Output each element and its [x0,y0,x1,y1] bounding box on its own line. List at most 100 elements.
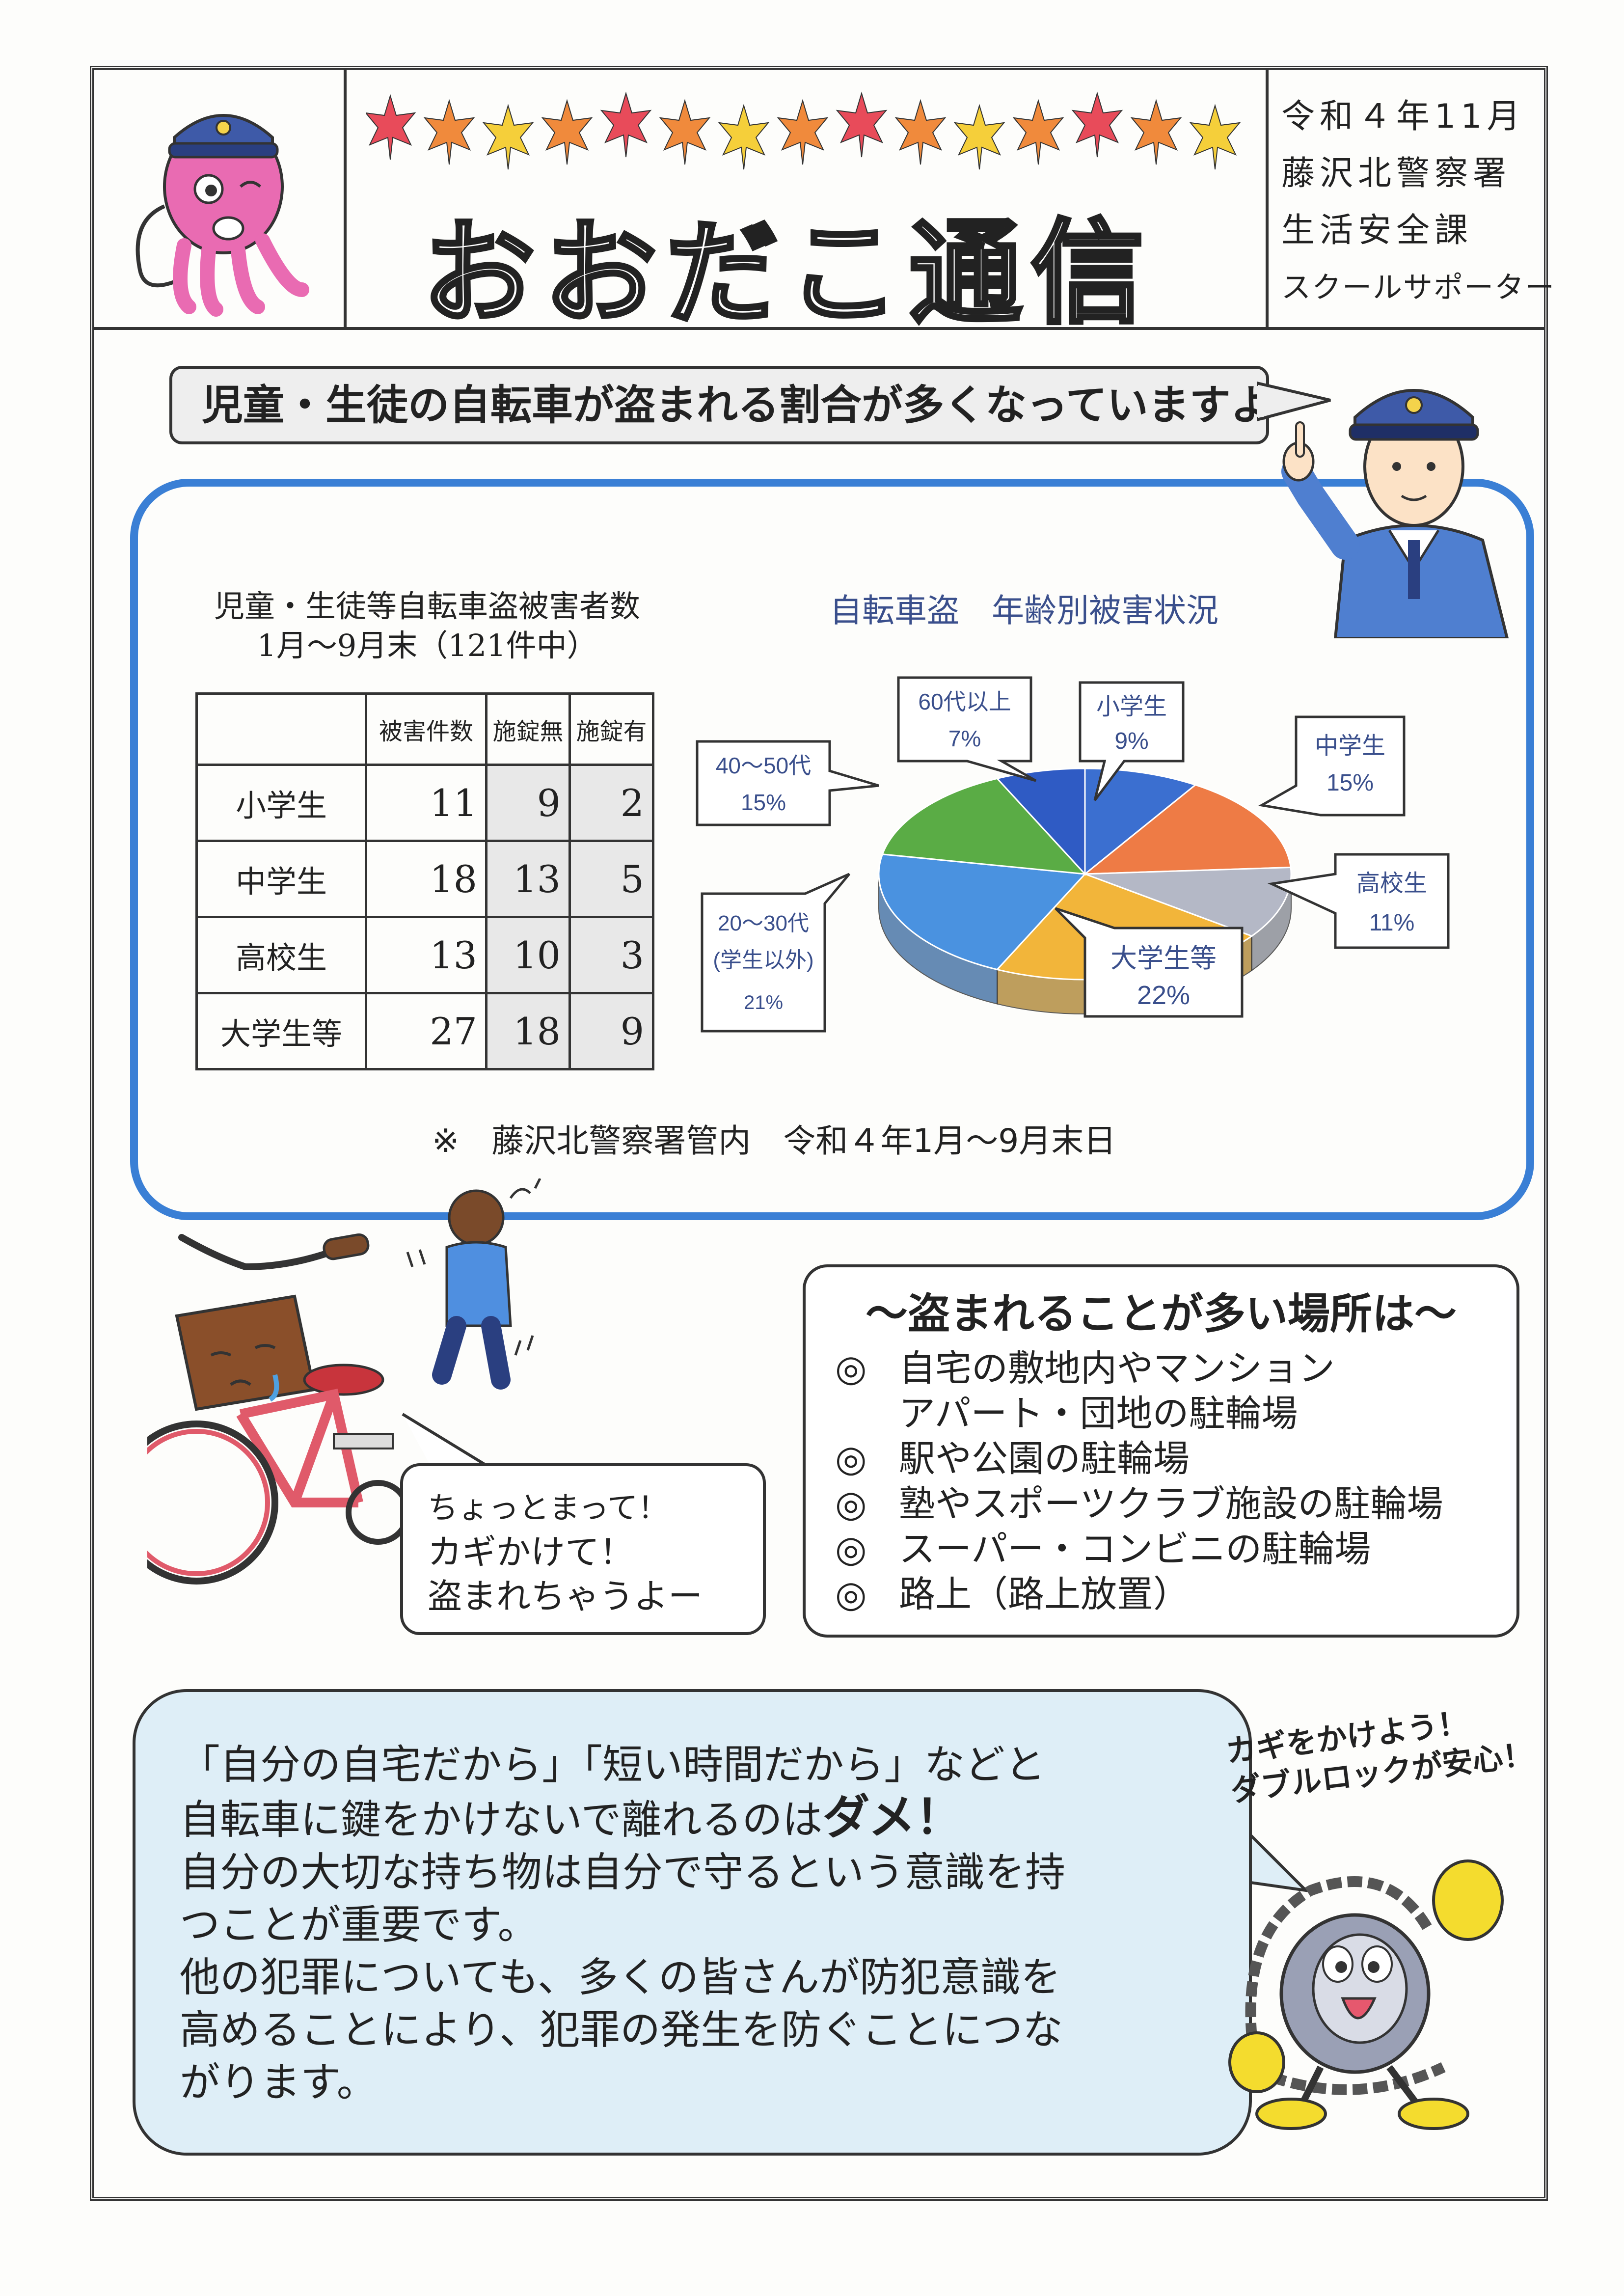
unlocked-cell: 10 [485,916,571,994]
pie-label-university: 大学生等 22% [1055,907,1244,1018]
total-cell: 27 [365,992,487,1070]
slice-label-pct: 7% [948,726,981,751]
bullet-mark: ◎ [835,1573,867,1615]
message-line: つことが重要です。 [180,1902,538,1948]
slice-label-pct: 21% [744,992,783,1013]
pie-label-elementary: 小学生 9% [1079,681,1185,801]
slice-label-name: 60代以上 [918,689,1011,714]
slice-label-pct: 9% [1114,728,1148,754]
emphasis-text: ダメ！ [822,1790,963,1845]
slice-label-pct: 22% [1137,981,1190,1010]
pie-label-junior-high: 中学生 15% [1258,715,1406,817]
bullet-mark: ◎ [835,1483,867,1525]
page-frame [90,66,1548,2201]
slice-label-name: 40～50代 [716,753,811,778]
total-cell: 11 [365,764,487,842]
slice-label-name: 高校生 [1356,871,1427,897]
pie-chart-title: 自転車盗 年齢別被害状況 [830,592,1218,629]
message-line: 自転車に鍵をかけないで離れるのはダメ！ [180,1791,1205,1846]
headline-text: 児童・生徒の自転車が盗まれる割合が多くなっていますよ [202,381,1272,429]
table-title-line1: 児童・生徒等自転車盗被害者数 [214,588,640,624]
column-header: 施錠無 [485,692,571,766]
slice-label-name: 中学生 [1315,733,1385,759]
unlocked-cell: 9 [485,764,571,842]
newsletter-title: おおだこ通信 [420,207,1153,341]
victim-count-table: 被害件数 施錠無 施錠有 小学生 11 9 2 中学生 18 13 5 高校生 … [195,692,654,1070]
table-row: 中学生 18 13 5 [195,840,654,918]
table-corner-cell [195,692,367,766]
police-officer-illustration-icon [1281,389,1509,638]
table-header-row: 被害件数 施錠無 施錠有 [195,692,654,766]
pie-slice [878,853,1087,971]
header-divider [344,70,347,330]
column-header: 施錠有 [568,692,654,766]
pie-slice [881,777,1087,875]
place-text: スーパー・コンビニの駐輪場 [899,1528,1371,1570]
headline-bubble: 児童・生徒の自転車が盗まれる割合が多くなっていますよ [169,366,1272,444]
message-line: 「自分の自宅だから」「短い時間だから」などと [180,1742,1046,1788]
pie-slice [996,767,1086,876]
column-header: 被害件数 [365,692,487,766]
place-item: ◎ スーパー・コンビニの駐輪場 [835,1527,1487,1572]
row-label: 大学生等 [195,992,367,1070]
message-text: 自転車に鍵をかけないで離れるのは [180,1797,823,1843]
slice-label-pct: 15% [1326,770,1374,796]
walking-boy-illustration-icon [406,1178,541,1390]
slice-label-name: 大学生等 [1110,944,1217,973]
slice-label-name: 20～30代 [718,911,809,935]
locked-cell: 5 [568,840,654,918]
pie-slice [1084,767,1197,876]
place-item: ◎ 路上（路上放置） [835,1572,1487,1617]
place-text: 駅や公園の駐輪場 [899,1438,1190,1480]
table-title-line2: 1月～9月末（121件中） [257,628,597,663]
place-text: 塾やスポーツクラブ施設の駐輪場 [899,1483,1443,1525]
message-line: 自分の大切な持ち物は自分で守るという意識を持 [180,1849,1066,1896]
header-divider [1266,70,1269,330]
table-row: 大学生等 27 18 9 [195,992,654,1070]
issue-date: 令和４年11月 [1281,97,1525,136]
slice-label-pct: 15% [741,790,786,815]
place-item: ◎自宅の敷地内やマンション [835,1346,1487,1391]
locked-cell: 2 [568,764,654,842]
bicycle-illustration-icon [147,1233,410,1585]
pie-label-40-50s: 40～50代 15% [696,740,879,826]
place-text: 路上（路上放置） [899,1573,1190,1615]
header-bottom-rule [94,327,1544,330]
unlocked-cell: 18 [485,992,571,1070]
bullet-mark: ◎ [835,1438,867,1480]
theft-places-box: ～盗まれることが多い場所は～ ◎自宅の敷地内やマンション アパート・団地の駐輪場… [803,1264,1519,1638]
lock-mascot-illustration-icon [1228,1859,1504,2130]
bullet-mark: ◎ [835,1347,867,1390]
police-station: 藤沢北警察署 [1281,154,1512,193]
role-name: スクールサポーター [1281,271,1555,305]
safety-message-bubble: 「自分の自宅だから」「短い時間だから」などと 自転車に鍵をかけないで離れるのはダ… [133,1689,1252,2156]
speech-line: カギかけて！ [428,1532,634,1572]
slice-label-name: 小学生 [1096,694,1167,720]
place-item: ◎ 駅や公園の駐輪場 [835,1436,1487,1481]
unlocked-cell: 13 [485,840,571,918]
total-cell: 18 [365,840,487,918]
place-text: アパート・団地の駐輪場 [899,1393,1298,1435]
pie-label-20-30s: 20～30代 (学生以外) 21% [701,873,850,1033]
table-row: 高校生 13 10 3 [195,916,654,994]
places-title: ～盗まれることが多い場所は～ [866,1289,1457,1339]
table-title: 児童・生徒等自転車盗被害者数 1月～9月末（121件中） [196,587,658,665]
message-line: 他の犯罪についても、多くの皆さんが防犯意識を [180,1954,1061,2001]
pie-slice [1083,784,1292,875]
octopus-mascot-icon [135,114,309,317]
speech-line: ちょっとまって！ [428,1490,669,1526]
pie-label-high-school: 高校生 11% [1267,853,1450,949]
pie-label-60plus: 60代以上 7% [897,676,1037,782]
maple-leaves-decoration-icon [366,91,1241,170]
slice-label-name: (学生以外) [713,948,813,972]
bullet-mark: ◎ [835,1528,867,1570]
issuer-block: 令和４年11月 藤沢北警察署 生活安全課 スクールサポーター [1281,88,1555,316]
speech-line: 盗まれちゃうよー [428,1576,703,1616]
bike-speech-bubble: ちょっとまって！ カギかけて！ 盗まれちゃうよー [400,1463,766,1635]
locked-cell: 3 [568,916,654,994]
section-name: 生活安全課 [1281,211,1473,250]
headline-bubble-tail [1257,381,1331,422]
total-cell: 13 [365,916,487,994]
row-label: 小学生 [195,764,367,842]
message-line: 高めることにより、犯罪の発生を防ぐことにつな [180,2007,1063,2053]
